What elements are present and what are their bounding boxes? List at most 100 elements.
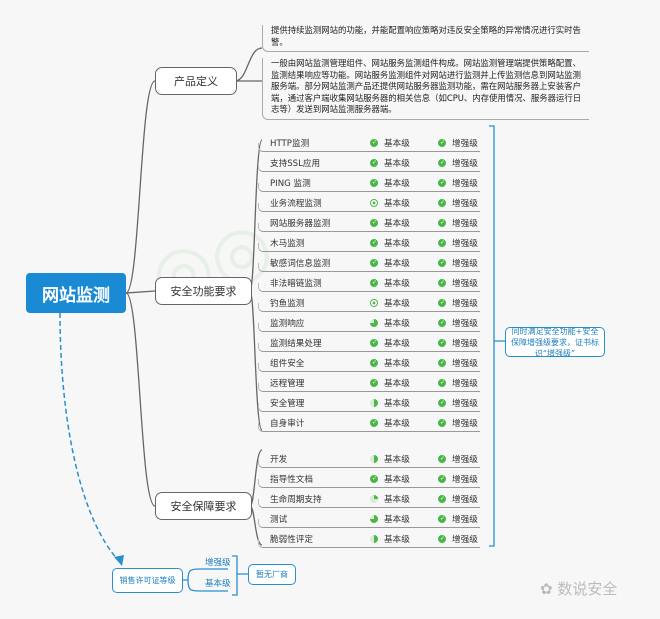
row-divider <box>258 263 480 272</box>
license-basic: 基本级 <box>205 579 231 589</box>
row-divider <box>258 403 480 412</box>
enhanced-label: 增强级 <box>452 199 478 209</box>
enhanced-level: ✓增强级 <box>438 493 478 505</box>
enhanced-level: ✓增强级 <box>438 217 478 229</box>
check-circle-icon: ✓ <box>438 535 446 543</box>
requirement-name: 自身审计 <box>270 419 305 429</box>
check-circle-icon: ✓ <box>438 139 446 147</box>
branch-security-assurance[interactable]: 安全保障要求 <box>155 492 252 520</box>
row-divider <box>258 479 480 488</box>
certification-note: 同时满足安全功能+安全保障增强级要求，证书标识“增强级” <box>505 327 605 358</box>
basic-label: 基本级 <box>384 399 410 409</box>
three-quarter-circle-icon <box>370 515 378 523</box>
row-divider <box>258 243 480 252</box>
requirement-row: 业务流程监测基本级✓增强级 <box>258 192 480 212</box>
enhanced-label: 增强级 <box>452 535 478 545</box>
enhanced-level: ✓增强级 <box>438 417 478 429</box>
requirement-row: 开发 基本级 ✓增强级 <box>258 448 480 468</box>
requirement-name: 测试 <box>270 515 288 525</box>
check-circle-icon: ✓ <box>370 179 378 187</box>
enhanced-level: ✓增强级 <box>438 513 478 525</box>
row-divider <box>258 383 480 392</box>
enhanced-level: ✓增强级 <box>438 453 478 465</box>
product-description-summary: 提供持续监测网站的功能，并能配置响应策略对违反安全策略的异常情况进行实时告警。 <box>262 25 589 53</box>
branch-product-definition[interactable]: 产品定义 <box>155 67 237 95</box>
check-circle-icon: ✓ <box>370 259 378 267</box>
check-circle-icon: ✓ <box>438 279 446 287</box>
basic-label: 基本级 <box>384 535 410 545</box>
basic-label: 基本级 <box>384 339 410 349</box>
enhanced-label: 增强级 <box>452 399 478 409</box>
requirement-name: 监测结果处理 <box>270 339 322 349</box>
check-circle-icon: ✓ <box>438 455 446 463</box>
basic-level: 基本级 <box>370 533 410 545</box>
basic-level: ✓基本级 <box>370 417 410 429</box>
requirement-name: 敏感词信息监测 <box>270 259 331 269</box>
check-circle-icon: ✓ <box>370 419 378 427</box>
three-quarter-circle-icon <box>370 319 378 327</box>
enhanced-level: ✓ 增强级 <box>438 533 478 545</box>
requirement-row: 非法暗链监测✓基本级✓增强级 <box>258 272 480 292</box>
check-circle-icon: ✓ <box>438 219 446 227</box>
product-description-detail: 一般由网站监测管理组件、网站服务监测组件构成。网站监测管理端提供策略配置、监测结… <box>262 58 589 120</box>
check-circle-icon: ✓ <box>438 379 446 387</box>
check-circle-icon: ✓ <box>438 515 446 523</box>
enhanced-label: 增强级 <box>452 319 478 329</box>
check-circle-icon: ✓ <box>370 379 378 387</box>
row-divider <box>258 163 480 172</box>
check-circle-icon: ✓ <box>438 419 446 427</box>
enhanced-level: ✓增强级 <box>438 177 478 189</box>
check-circle-icon: ✓ <box>438 259 446 267</box>
root-node[interactable]: 网站监测 <box>26 273 126 313</box>
basic-level: 基本级 <box>370 453 410 465</box>
requirement-name: 业务流程监测 <box>270 199 322 209</box>
check-circle-icon: ✓ <box>370 219 378 227</box>
enhanced-level: ✓增强级 <box>438 157 478 169</box>
basic-level: 基本级 <box>370 297 410 309</box>
basic-label: 基本级 <box>384 199 410 209</box>
requirement-name: 安全管理 <box>270 399 305 409</box>
enhanced-level: ✓增强级 <box>438 237 478 249</box>
enhanced-label: 增强级 <box>452 239 478 249</box>
basic-label: 基本级 <box>384 179 410 189</box>
requirement-row: 钓鱼监测基本级✓增强级 <box>258 292 480 312</box>
check-circle-icon: ✓ <box>370 279 378 287</box>
enhanced-label: 增强级 <box>452 339 478 349</box>
check-circle-icon: ✓ <box>438 299 446 307</box>
half-circle-icon <box>370 455 378 463</box>
wechat-watermark: ✿ 数说安全 <box>540 578 617 599</box>
requirement-name: 远程管理 <box>270 379 305 389</box>
enhanced-label: 增强级 <box>452 495 478 505</box>
check-circle-icon: ✓ <box>438 475 446 483</box>
branch-security-function[interactable]: 安全功能要求 <box>155 277 252 305</box>
basic-label: 基本级 <box>384 219 410 229</box>
requirement-row: 监测结果处理✓基本级✓增强级 <box>258 332 480 352</box>
row-divider <box>258 203 480 212</box>
requirement-row: HTTP监测✓基本级✓增强级 <box>258 132 480 152</box>
enhanced-level: ✓增强级 <box>438 257 478 269</box>
enhanced-level: ✓增强级 <box>438 297 478 309</box>
basic-label: 基本级 <box>384 455 410 465</box>
requirement-row: 指导性文档✓基本级✓增强级 <box>258 468 480 488</box>
requirement-row: 测试 基本级 ✓增强级 <box>258 508 480 528</box>
basic-level: ✓ 基本级 <box>370 217 410 229</box>
basic-level: ✓基本级 <box>370 237 410 249</box>
requirement-name: 网站服务器监测 <box>270 219 331 229</box>
requirement-row: 敏感词信息监测✓基本级✓增强级 <box>258 252 480 272</box>
requirement-row: 脆弱性评定基本级✓增强级 <box>258 528 480 548</box>
no-vendors-node: 暂无厂商 <box>248 564 296 585</box>
enhanced-level: ✓增强级 <box>438 377 478 389</box>
requirement-row: 组件安全✓基本级✓增强级 <box>258 352 480 372</box>
requirement-name: 开发 <box>270 455 288 465</box>
requirement-name: PING 监测 <box>270 179 311 189</box>
check-circle-icon: ✓ <box>370 359 378 367</box>
check-circle-icon: ✓ <box>438 339 446 347</box>
license-level-node[interactable]: 销售许可证等级 <box>112 568 183 593</box>
check-circle-icon: ✓ <box>370 239 378 247</box>
basic-level: 基本级 <box>370 513 410 525</box>
requirement-name: 支持SSL应用 <box>270 159 321 169</box>
requirement-row: 安全管理基本级✓增强级 <box>258 392 480 412</box>
row-divider <box>258 519 480 528</box>
enhanced-label: 增强级 <box>452 179 478 189</box>
partial-dot-icon <box>370 299 378 307</box>
